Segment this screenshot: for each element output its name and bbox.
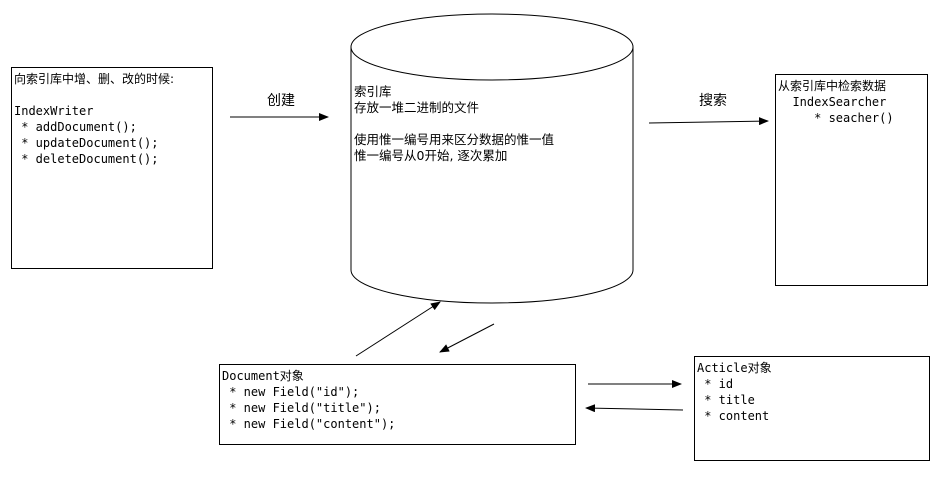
- article-field-title: * title: [697, 393, 755, 407]
- index-store-text: 索引库 存放一堆二进制的文件 使用惟一编号用来区分数据的惟一值 惟一编号从0开始…: [354, 84, 554, 164]
- article-title: Acticle对象: [697, 361, 772, 375]
- article-box: Acticle对象 * id * title * content: [694, 356, 930, 461]
- article-field-content: * content: [697, 409, 770, 423]
- method-seacher: * seacher(): [778, 111, 894, 125]
- index-store-line: 存放一堆二进制的文件: [354, 100, 480, 115]
- index-store-cylinder: [350, 13, 634, 304]
- index-store-line: 索引库: [354, 84, 392, 99]
- index-writer-class: IndexWriter: [14, 104, 94, 118]
- index-store-line: 使用惟一编号用来区分数据的惟一值: [354, 132, 555, 147]
- method-add-document: * addDocument();: [14, 120, 137, 134]
- spacer: [14, 87, 210, 103]
- search-arrow: [648, 117, 769, 126]
- create-label: 创建: [267, 93, 295, 109]
- index-store-line: 惟一编号从0开始, 逐次累加: [354, 148, 508, 163]
- article-field-id: * id: [697, 377, 734, 391]
- store-to-document-arrow: [439, 323, 495, 353]
- index-writer-box: 向索引库中增、删、改的时候: IndexWriter * addDocument…: [11, 67, 213, 269]
- index-writer-title: 向索引库中增、删、改的时候:: [14, 72, 175, 86]
- article-to-document-arrow: [585, 404, 684, 413]
- document-title: Document对象: [222, 369, 304, 383]
- method-delete-document: * deleteDocument();: [14, 152, 159, 166]
- document-box: Document对象 * new Field("id"); * new Fiel…: [219, 364, 576, 445]
- document-field-id: * new Field("id");: [222, 385, 360, 399]
- document-field-content: * new Field("content");: [222, 417, 396, 431]
- method-update-document: * updateDocument();: [14, 136, 159, 150]
- index-searcher-box: 从索引库中检索数据 IndexSearcher * seacher(): [775, 74, 928, 286]
- index-searcher-class: IndexSearcher: [778, 95, 887, 109]
- index-searcher-title: 从索引库中检索数据: [778, 79, 887, 93]
- index-store-line: [354, 116, 554, 132]
- document-to-store-arrow: [355, 301, 441, 357]
- search-label: 搜索: [699, 93, 727, 109]
- document-field-title: * new Field("title");: [222, 401, 381, 415]
